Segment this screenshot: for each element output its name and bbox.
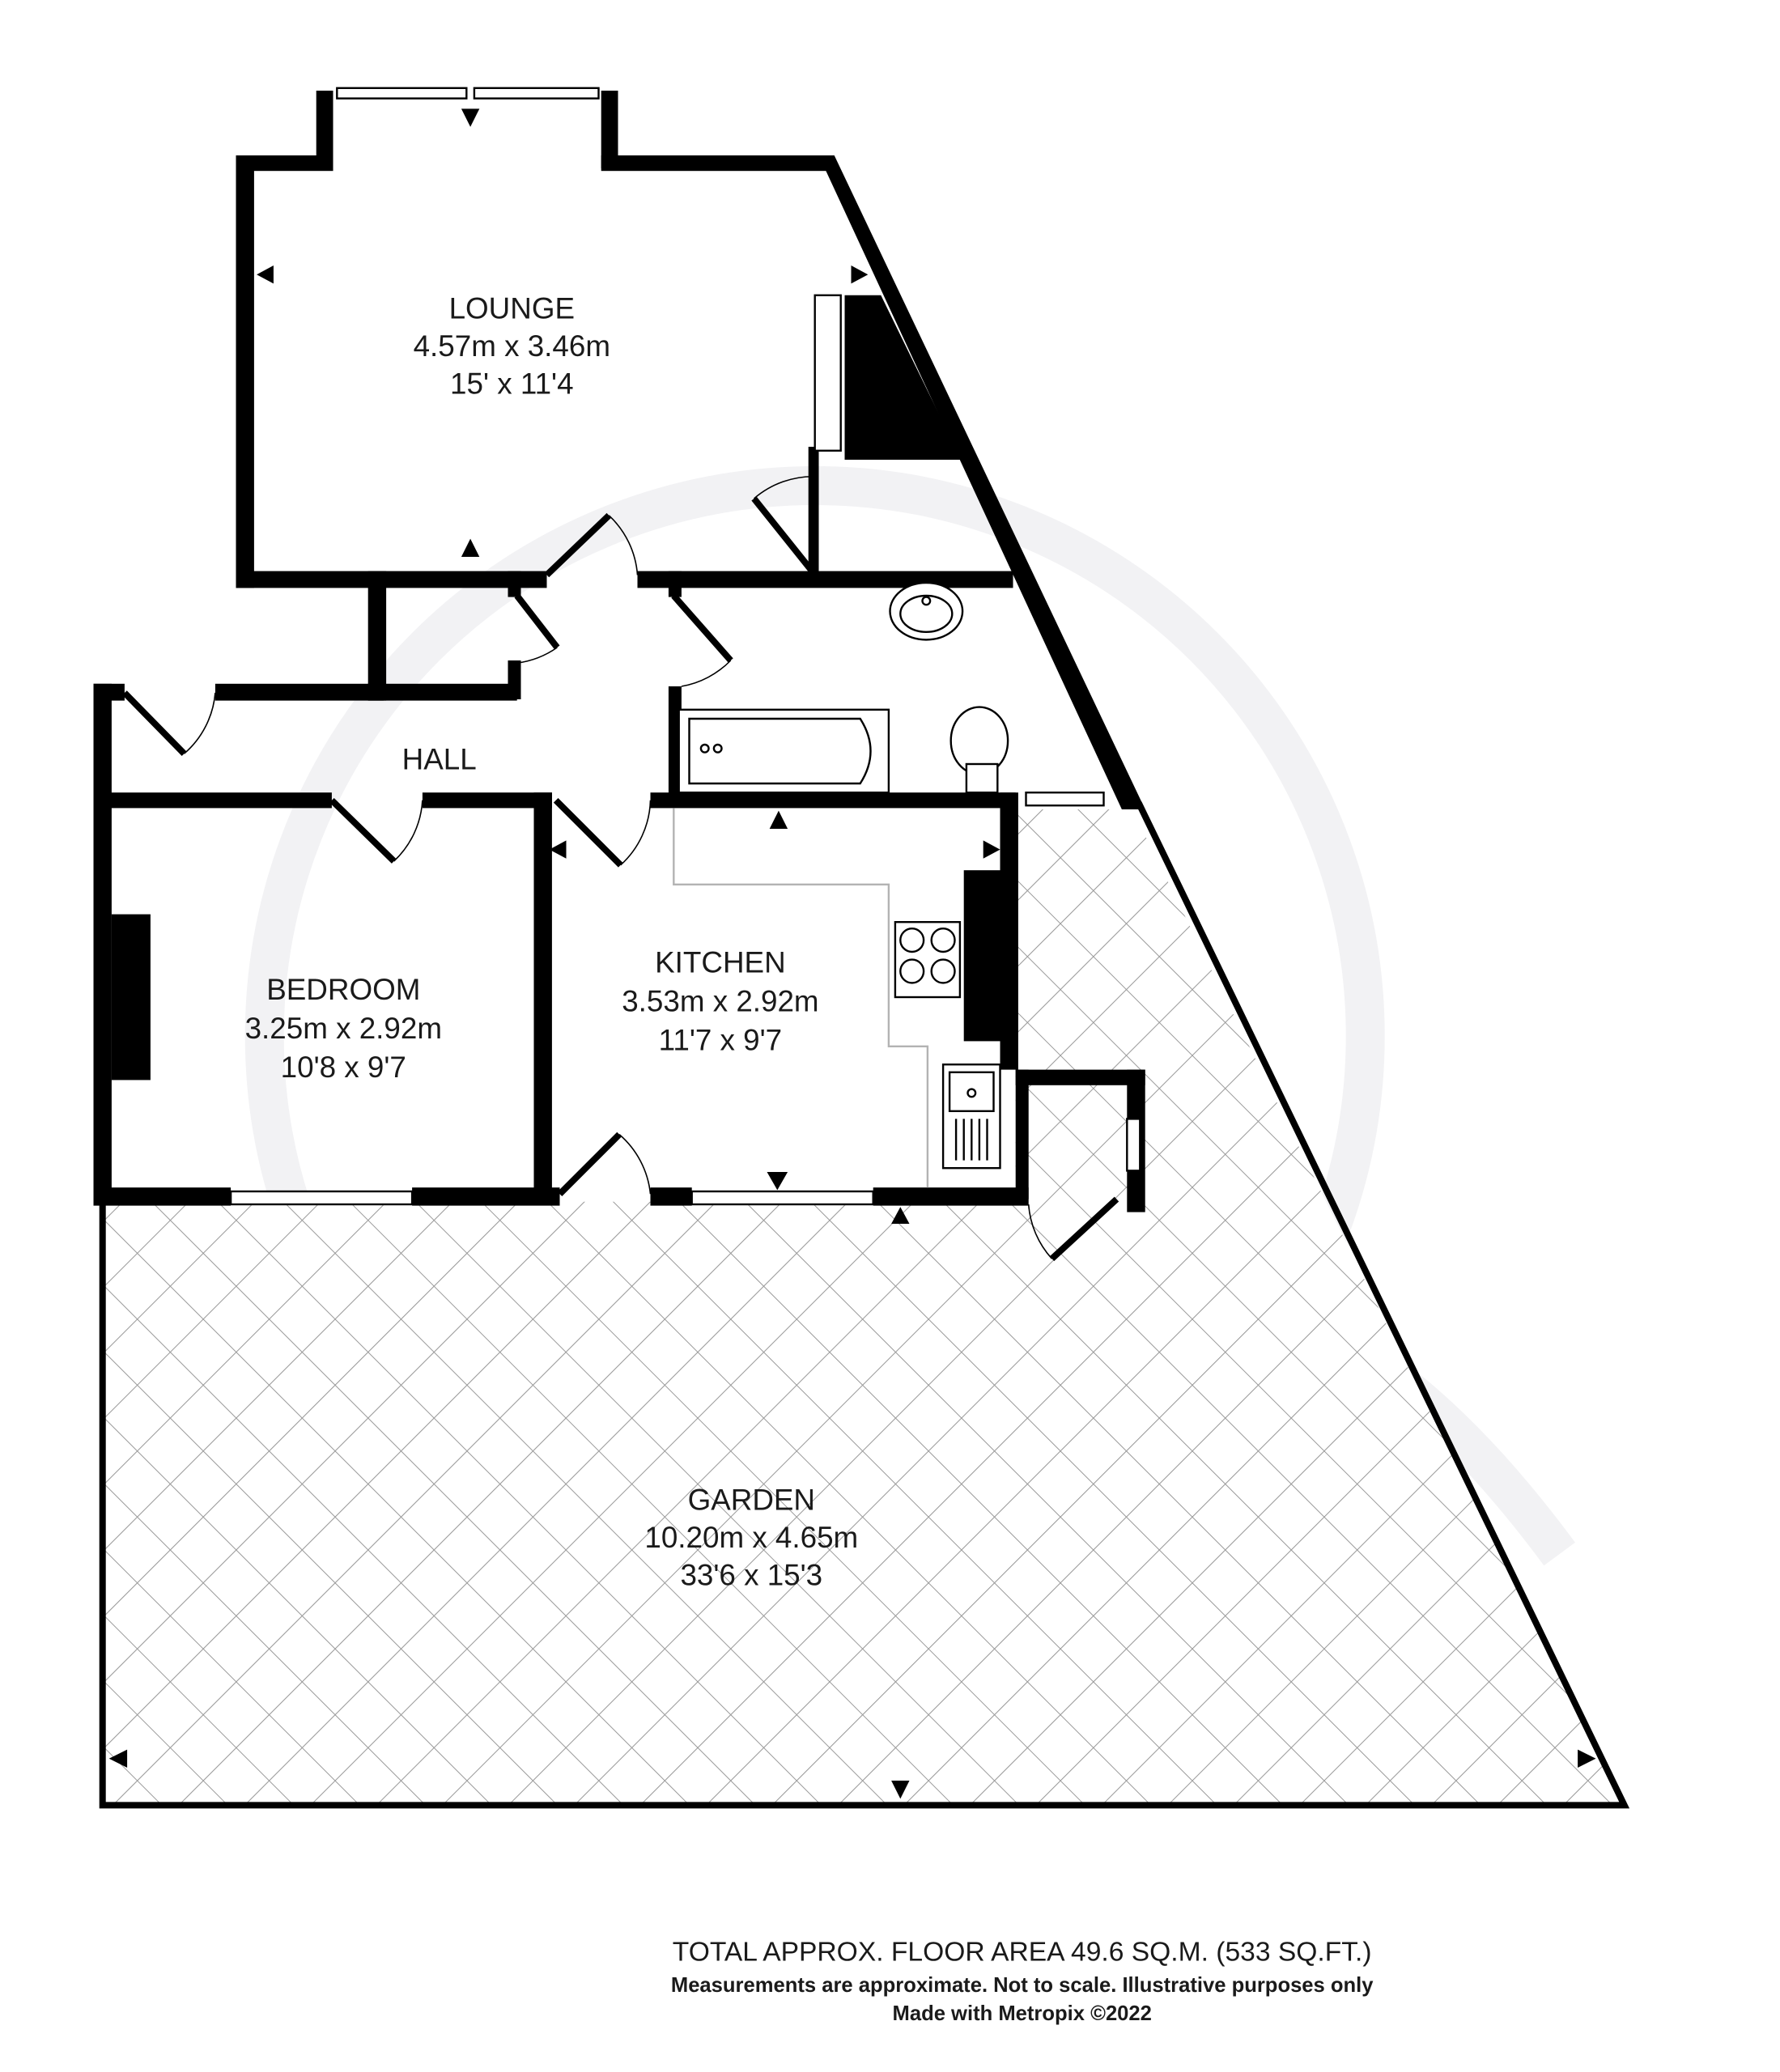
kitchen-imperial: 11'7 x 9'7 [659,1024,783,1057]
washbasin [889,581,964,641]
dimension-arrows [108,108,1596,1799]
kitchen-label: KITCHEN 3.53m x 2.92m 11'7 x 9'7 [622,946,818,1057]
fixtures [678,581,1009,1170]
toilet [949,706,1009,794]
garden-hatch [102,809,1625,1806]
hall-label: HALL [402,742,477,775]
garden-boundary [99,801,1630,1809]
hall-name: HALL [402,742,477,775]
footer: TOTAL APPROX. FLOOR AREA 49.6 SQ.M. (533… [671,1937,1374,2025]
garden-metric: 10.20m x 4.65m [644,1521,858,1554]
bedroom-name: BEDROOM [266,973,420,1006]
doors [122,475,1119,1262]
lounge-label: LOUNGE 4.57m x 3.46m 15' x 11'4 [414,292,610,401]
bedroom-label: BEDROOM 3.25m x 2.92m 10'8 x 9'7 [245,973,442,1084]
bedroom-metric: 3.25m x 2.92m [245,1012,442,1045]
bath [678,708,890,794]
lounge-imperial: 15' x 11'4 [450,367,574,400]
hob [894,921,962,999]
lounge-name: LOUNGE [449,292,575,325]
lounge-metric: 4.57m x 3.46m [414,329,610,363]
metropix-credit: Made with Metropix ©2022 [893,2002,1152,2025]
walls [93,91,1145,1212]
total-floor-area: TOTAL APPROX. FLOOR AREA 49.6 SQ.M. (533… [673,1937,1372,1967]
kitchen-name: KITCHEN [655,946,786,979]
bedroom-imperial: 10'8 x 9'7 [281,1051,406,1084]
windows [229,87,1141,1206]
garden-name: GARDEN [688,1484,815,1517]
disclaimer: Measurements are approximate. Not to sca… [671,1974,1374,1997]
garden-imperial: 33'6 x 15'3 [680,1558,822,1591]
sink [941,1064,1001,1170]
garden-label: GARDEN 10.20m x 4.65m 33'6 x 15'3 [644,1484,858,1592]
kitchen-metric: 3.53m x 2.92m [622,985,818,1018]
kitchen-counter [673,808,929,1188]
